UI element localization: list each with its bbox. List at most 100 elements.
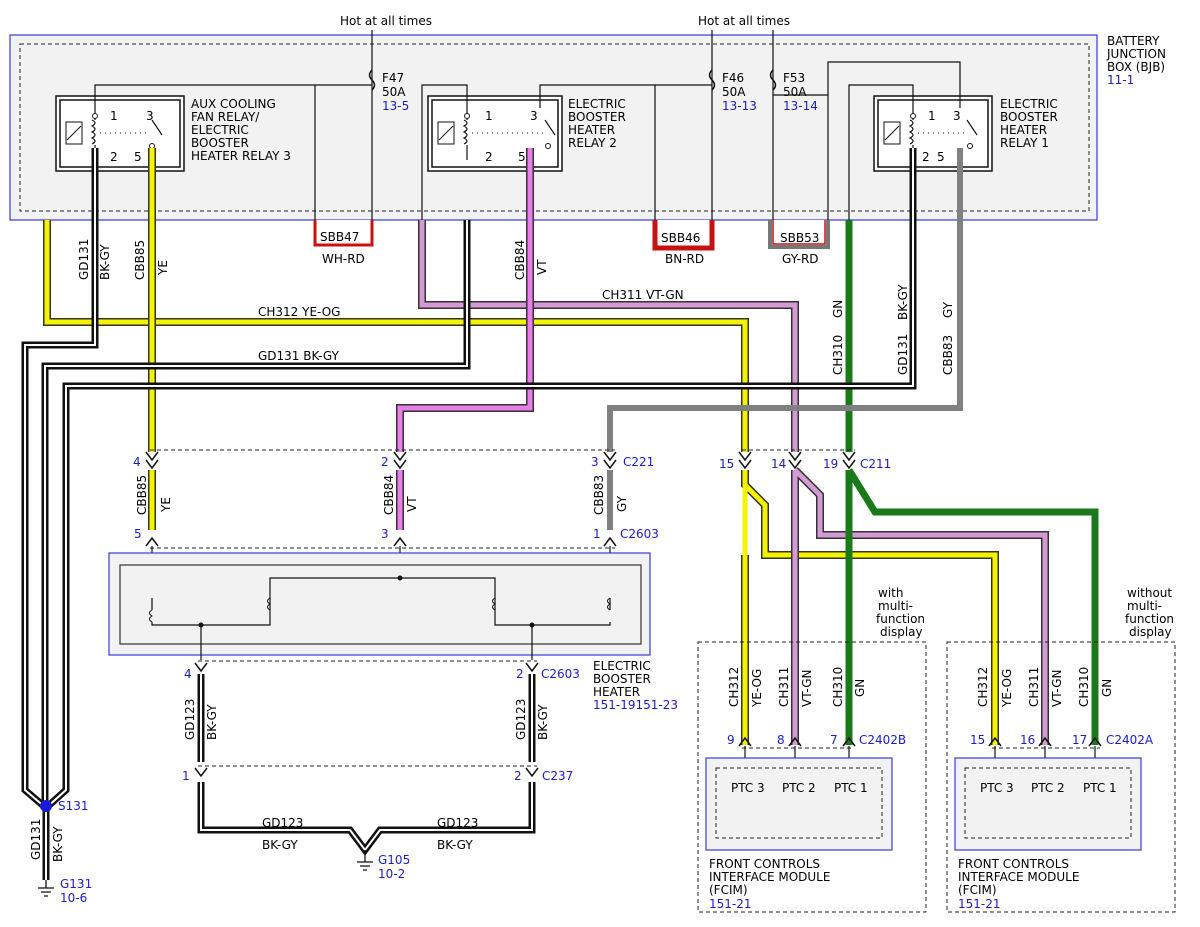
- lbl-bkgy-bot-right: BK-GY: [437, 838, 473, 852]
- relay1-pin-5: 5: [937, 150, 945, 164]
- lbl-vt-top: VT: [535, 259, 549, 275]
- lbl-cbb84-mid: CBB84: [382, 475, 396, 515]
- lbl-bkgy-bottom: BK-GY: [51, 826, 65, 862]
- c2402a-pin-17: 17: [1072, 733, 1087, 747]
- busbar-sbb47: SBB47 WH-RD: [313, 220, 374, 266]
- connector-c221: 4 2 3 C221: [133, 449, 654, 470]
- lbl-ch312-yeog: CH312 YE-OG: [258, 305, 340, 319]
- lbl-gd131-right: GD131: [896, 334, 910, 375]
- hot-at-all-times-label-1: Hot at all times: [340, 14, 432, 28]
- c2402b-pin-9: 9: [727, 733, 735, 747]
- lbl-ch310-a: CH310: [1077, 667, 1091, 707]
- fuse-f46-name: F46: [722, 71, 744, 85]
- sbb53-name: SBB53: [780, 231, 819, 245]
- fcim-b-ref: 151-21: [709, 897, 752, 911]
- busbar-sbb53: SBB53 GY-RD: [768, 220, 830, 266]
- lbl-ch312-a: CH312: [976, 667, 990, 707]
- lbl-gd131-left: GD131: [77, 239, 91, 280]
- relay2-pin-5: 5: [518, 150, 526, 164]
- c211-pin-19: 19: [823, 457, 838, 471]
- lbl-vtgn-b: VT-GN: [800, 670, 814, 707]
- c2402b-pin-7: 7: [830, 733, 838, 747]
- relay1-pin-1: 1: [928, 109, 936, 123]
- connector-c237: 1 2 C237: [182, 765, 573, 783]
- b-ptc1: PTC 1: [834, 781, 868, 795]
- c2603-pin-3: 3: [381, 527, 389, 541]
- c2603b-pin-4: 4: [184, 667, 192, 681]
- c237-pin-2: 2: [514, 769, 522, 783]
- sbb46-color: BN-RD: [665, 252, 704, 266]
- lbl-gd131-bkgy: GD131 BK-GY: [258, 349, 340, 363]
- lbl-vt-mid: VT: [405, 496, 419, 512]
- fuse-f53-amps: 50A: [783, 85, 807, 99]
- relay2-pin-3: 3: [530, 109, 538, 123]
- g131-ref: 10-6: [60, 891, 87, 905]
- g105-name: G105: [378, 853, 410, 867]
- c2402b-pin-8: 8: [777, 733, 785, 747]
- connector-c211: 15 14 19 C211: [719, 449, 891, 471]
- c237-pin-1: 1: [182, 769, 190, 783]
- lbl-ch311-b: CH311: [777, 667, 791, 707]
- fuse-f53-ref: 13-14: [783, 99, 818, 113]
- lbl-bkgy-left: BK-GY: [98, 244, 112, 280]
- wire-cbb84-vt: [396, 148, 534, 530]
- b-ptc2: PTC 2: [782, 781, 816, 795]
- lbl-bkgy-right: BK-GY: [896, 284, 910, 320]
- c2402a-pin-16: 16: [1020, 733, 1035, 747]
- lbl-gd123-left: GD123: [183, 699, 197, 740]
- s131-name: S131: [58, 799, 89, 813]
- lbl-cbb83-top: CBB83: [941, 335, 955, 375]
- sbb46-name: SBB46: [661, 231, 700, 245]
- lbl-gn-top: GN: [831, 300, 845, 318]
- lbl-gd123-bot-right: GD123: [437, 816, 478, 830]
- fuse-f47: F47 50A 13-5: [368, 69, 409, 113]
- c211-name: C211: [860, 457, 891, 471]
- lbl-vtgn-a: VT-GN: [1050, 670, 1064, 707]
- c2402a-pin-15: 15: [970, 733, 985, 747]
- c221-pin-4: 4: [133, 455, 141, 469]
- c211-pin-14: 14: [771, 457, 786, 471]
- lbl-gy-top: GY: [941, 301, 955, 318]
- c221-name: C221: [623, 455, 654, 469]
- g131-name: G131: [60, 877, 92, 891]
- a-ptc3: PTC 3: [980, 781, 1014, 795]
- ground-g131: G131 10-6: [38, 877, 92, 905]
- relay1-pin-3: 3: [953, 109, 961, 123]
- lbl-ye-mid: YE: [159, 497, 173, 513]
- lbl-gn-b: GN: [853, 679, 867, 697]
- bjb-ref: 11-1: [1107, 73, 1134, 87]
- lbl-bkgy-bot-left: BK-GY: [262, 838, 298, 852]
- wire-gd123-bk-gy: GD123 BK-GY GD123 BK-GY GD123 BK-GY GD12…: [183, 674, 550, 856]
- c211-pin-15: 15: [719, 457, 734, 471]
- busbar-sbb46: SBB46 BN-RD: [652, 220, 715, 266]
- heater-ref: 151-19151-23: [593, 698, 678, 712]
- fuse-f47-amps: 50A: [382, 85, 406, 99]
- ground-g105: G105 10-2: [357, 850, 410, 881]
- c2603-pin-1: 1: [593, 527, 601, 541]
- c2402a-name: C2402A: [1106, 733, 1154, 747]
- lbl-gn-a: GN: [1100, 679, 1114, 697]
- fuse-f46-amps: 50A: [722, 85, 746, 99]
- relay3-pin-2: 2: [110, 150, 118, 164]
- fuse-f46-ref: 13-13: [722, 99, 757, 113]
- sbb47-color: WH-RD: [322, 252, 365, 266]
- c2603-name: C2603: [620, 527, 659, 541]
- c2402b-name: C2402B: [859, 733, 906, 747]
- lbl-gd123-bot-left: GD123: [262, 816, 303, 830]
- sbb47-name: SBB47: [320, 230, 359, 244]
- lbl-ye-top: YE: [156, 260, 170, 276]
- sbb53-color: GY-RD: [782, 252, 819, 266]
- splice-s131: S131 GD131 BK-GY: [29, 799, 89, 862]
- lbl-cbb83-mid: CBB83: [592, 475, 606, 515]
- lbl-ch311-vtgn: CH311 VT-GN: [602, 288, 684, 302]
